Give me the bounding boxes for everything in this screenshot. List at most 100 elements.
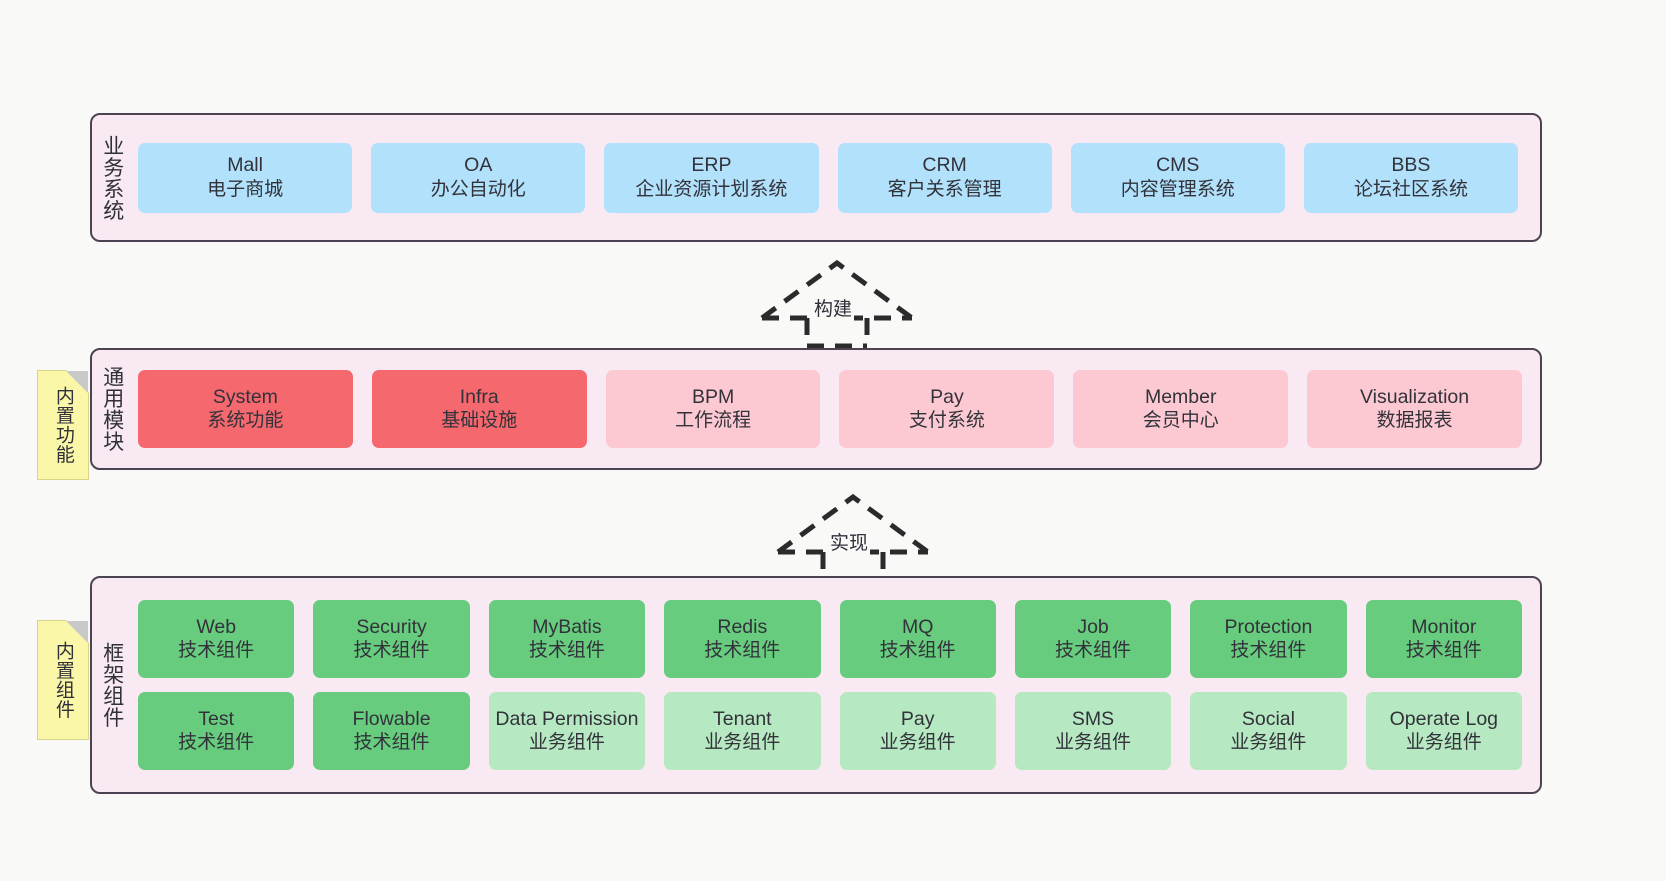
card-subtitle: 业务组件 <box>879 732 956 754</box>
card-subtitle: 工作流程 <box>675 410 752 432</box>
card-cms[interactable]: CMS 内容管理系统 <box>1070 142 1285 213</box>
card-subtitle: 技术组件 <box>353 640 430 662</box>
card-title: Job <box>1077 615 1109 638</box>
card-mall[interactable]: Mall 电子商城 <box>138 142 353 213</box>
card-title: CRM <box>922 154 967 177</box>
arrow-implement: 实现 <box>768 492 938 583</box>
note-label: 内置功能 <box>52 386 74 464</box>
card-subtitle: 企业资源计划系统 <box>635 178 788 200</box>
card-subtitle: 技术组件 <box>879 640 956 662</box>
card-title: Social <box>1241 707 1295 730</box>
card-subtitle: 业务组件 <box>1405 732 1482 754</box>
card-subtitle: 系统功能 <box>207 410 284 432</box>
card-subtitle: 电子商城 <box>207 178 284 200</box>
layer-framework-components: 框架组件 Web 技术组件 Security 技术组件 MyBatis 技术组件… <box>90 576 1542 794</box>
card-subtitle: 技术组件 <box>353 732 430 754</box>
card-subtitle: 技术组件 <box>1405 640 1482 662</box>
card-test[interactable]: Test 技术组件 <box>138 692 295 770</box>
arrow-build-icon <box>760 259 914 349</box>
card-title: CMS <box>1156 154 1200 177</box>
card-protection[interactable]: Protection 技术组件 <box>1190 600 1347 678</box>
arrow-implement-label: 实现 <box>828 528 871 555</box>
card-subtitle: 技术组件 <box>704 640 781 662</box>
card-erp[interactable]: ERP 企业资源计划系统 <box>604 142 819 213</box>
card-subtitle: 技术组件 <box>1230 640 1307 662</box>
card-monitor[interactable]: Monitor 技术组件 <box>1365 600 1522 678</box>
card-title: Operate Log <box>1389 707 1499 730</box>
card-row: System 系统功能 Infra 基础设施 BPM 工作流程 Pay 支付系统… <box>138 370 1522 448</box>
card-operate-log[interactable]: Operate Log 业务组件 <box>1365 692 1522 770</box>
card-title: Mall <box>227 154 263 177</box>
card-pay-component[interactable]: Pay 业务组件 <box>839 692 996 770</box>
card-title: Flowable <box>352 707 431 730</box>
layer-body-business-systems: Mall 电子商城 OA 办公自动化 ERP 企业资源计划系统 CRM 客户关系… <box>132 115 1540 240</box>
note-label: 内置组件 <box>52 641 74 719</box>
card-subtitle: 业务组件 <box>704 732 781 754</box>
card-subtitle: 技术组件 <box>528 640 605 662</box>
card-subtitle: 业务组件 <box>528 732 605 754</box>
card-title: Tenant <box>713 707 772 730</box>
card-row: Web 技术组件 Security 技术组件 MyBatis 技术组件 Redi… <box>138 600 1522 678</box>
card-title: Data Permission <box>495 707 639 730</box>
card-row: Mall 电子商城 OA 办公自动化 ERP 企业资源计划系统 CRM 客户关系… <box>138 142 1519 213</box>
layer-title-framework-components: 框架组件 <box>100 642 124 728</box>
layer-body-common-modules: System 系统功能 Infra 基础设施 BPM 工作流程 Pay 支付系统… <box>132 350 1540 468</box>
card-title: BBS <box>1391 154 1431 177</box>
card-title: System <box>212 385 278 408</box>
card-member[interactable]: Member 会员中心 <box>1073 370 1289 448</box>
card-title: SMS <box>1071 707 1115 730</box>
card-visualization[interactable]: Visualization 数据报表 <box>1307 370 1522 448</box>
card-title: Protection <box>1224 615 1313 638</box>
card-web[interactable]: Web 技术组件 <box>138 600 295 678</box>
card-title: Monitor <box>1411 615 1477 638</box>
arrow-build-label: 构建 <box>812 294 855 321</box>
card-title: Infra <box>459 385 499 408</box>
card-redis[interactable]: Redis 技术组件 <box>664 600 821 678</box>
card-title: Visualization <box>1359 385 1470 408</box>
card-job[interactable]: Job 技术组件 <box>1014 600 1172 678</box>
layer-title-business-systems: 业务系统 <box>100 134 124 221</box>
card-title: MQ <box>901 615 934 638</box>
card-crm[interactable]: CRM 客户关系管理 <box>837 142 1052 213</box>
card-bbs[interactable]: BBS 论坛社区系统 <box>1303 142 1519 213</box>
card-title: BPM <box>691 385 735 408</box>
card-subtitle: 业务组件 <box>1055 732 1132 754</box>
card-pay[interactable]: Pay 支付系统 <box>839 370 1055 448</box>
card-subtitle: 技术组件 <box>178 732 255 754</box>
card-infra[interactable]: Infra 基础设施 <box>371 370 587 448</box>
note-builtin-component[interactable]: 内置组件 <box>37 620 89 740</box>
card-subtitle: 基础设施 <box>441 410 518 432</box>
card-sms[interactable]: SMS 业务组件 <box>1014 692 1172 770</box>
card-title: Security <box>356 615 427 638</box>
card-subtitle: 论坛社区系统 <box>1353 178 1468 200</box>
card-row: Test 技术组件 Flowable 技术组件 Data Permission … <box>138 692 1522 770</box>
card-subtitle: 会员中心 <box>1142 410 1219 432</box>
card-title: Redis <box>717 615 768 638</box>
card-security[interactable]: Security 技术组件 <box>313 600 470 678</box>
layer-business-systems: 业务系统 Mall 电子商城 OA 办公自动化 ERP 企业资源计划系统 CRM… <box>90 113 1542 242</box>
card-mq[interactable]: MQ 技术组件 <box>839 600 996 678</box>
card-oa[interactable]: OA 办公自动化 <box>371 142 586 213</box>
layer-title-common-modules: 通用模块 <box>100 366 124 452</box>
note-builtin-function[interactable]: 内置功能 <box>37 370 89 480</box>
card-title: Test <box>198 707 235 730</box>
card-subtitle: 办公自动化 <box>430 178 526 200</box>
card-bpm[interactable]: BPM 工作流程 <box>605 370 821 448</box>
layer-common-modules: 通用模块 System 系统功能 Infra 基础设施 BPM 工作流程 Pay… <box>90 348 1542 470</box>
card-mybatis[interactable]: MyBatis 技术组件 <box>488 600 646 678</box>
card-flowable[interactable]: Flowable 技术组件 <box>313 692 470 770</box>
layer-body-framework-components: Web 技术组件 Security 技术组件 MyBatis 技术组件 Redi… <box>132 578 1540 792</box>
card-subtitle: 支付系统 <box>908 410 985 432</box>
card-subtitle: 内容管理系统 <box>1120 178 1235 200</box>
card-system[interactable]: System 系统功能 <box>138 370 353 448</box>
card-tenant[interactable]: Tenant 业务组件 <box>664 692 821 770</box>
arrow-build: 构建 <box>752 258 922 349</box>
card-subtitle: 业务组件 <box>1230 732 1307 754</box>
card-title: Pay <box>930 385 964 408</box>
card-social[interactable]: Social 业务组件 <box>1190 692 1347 770</box>
card-subtitle: 技术组件 <box>1055 640 1132 662</box>
card-subtitle: 客户关系管理 <box>887 178 1002 200</box>
card-title: OA <box>464 154 493 177</box>
card-data-permission[interactable]: Data Permission 业务组件 <box>488 692 646 770</box>
